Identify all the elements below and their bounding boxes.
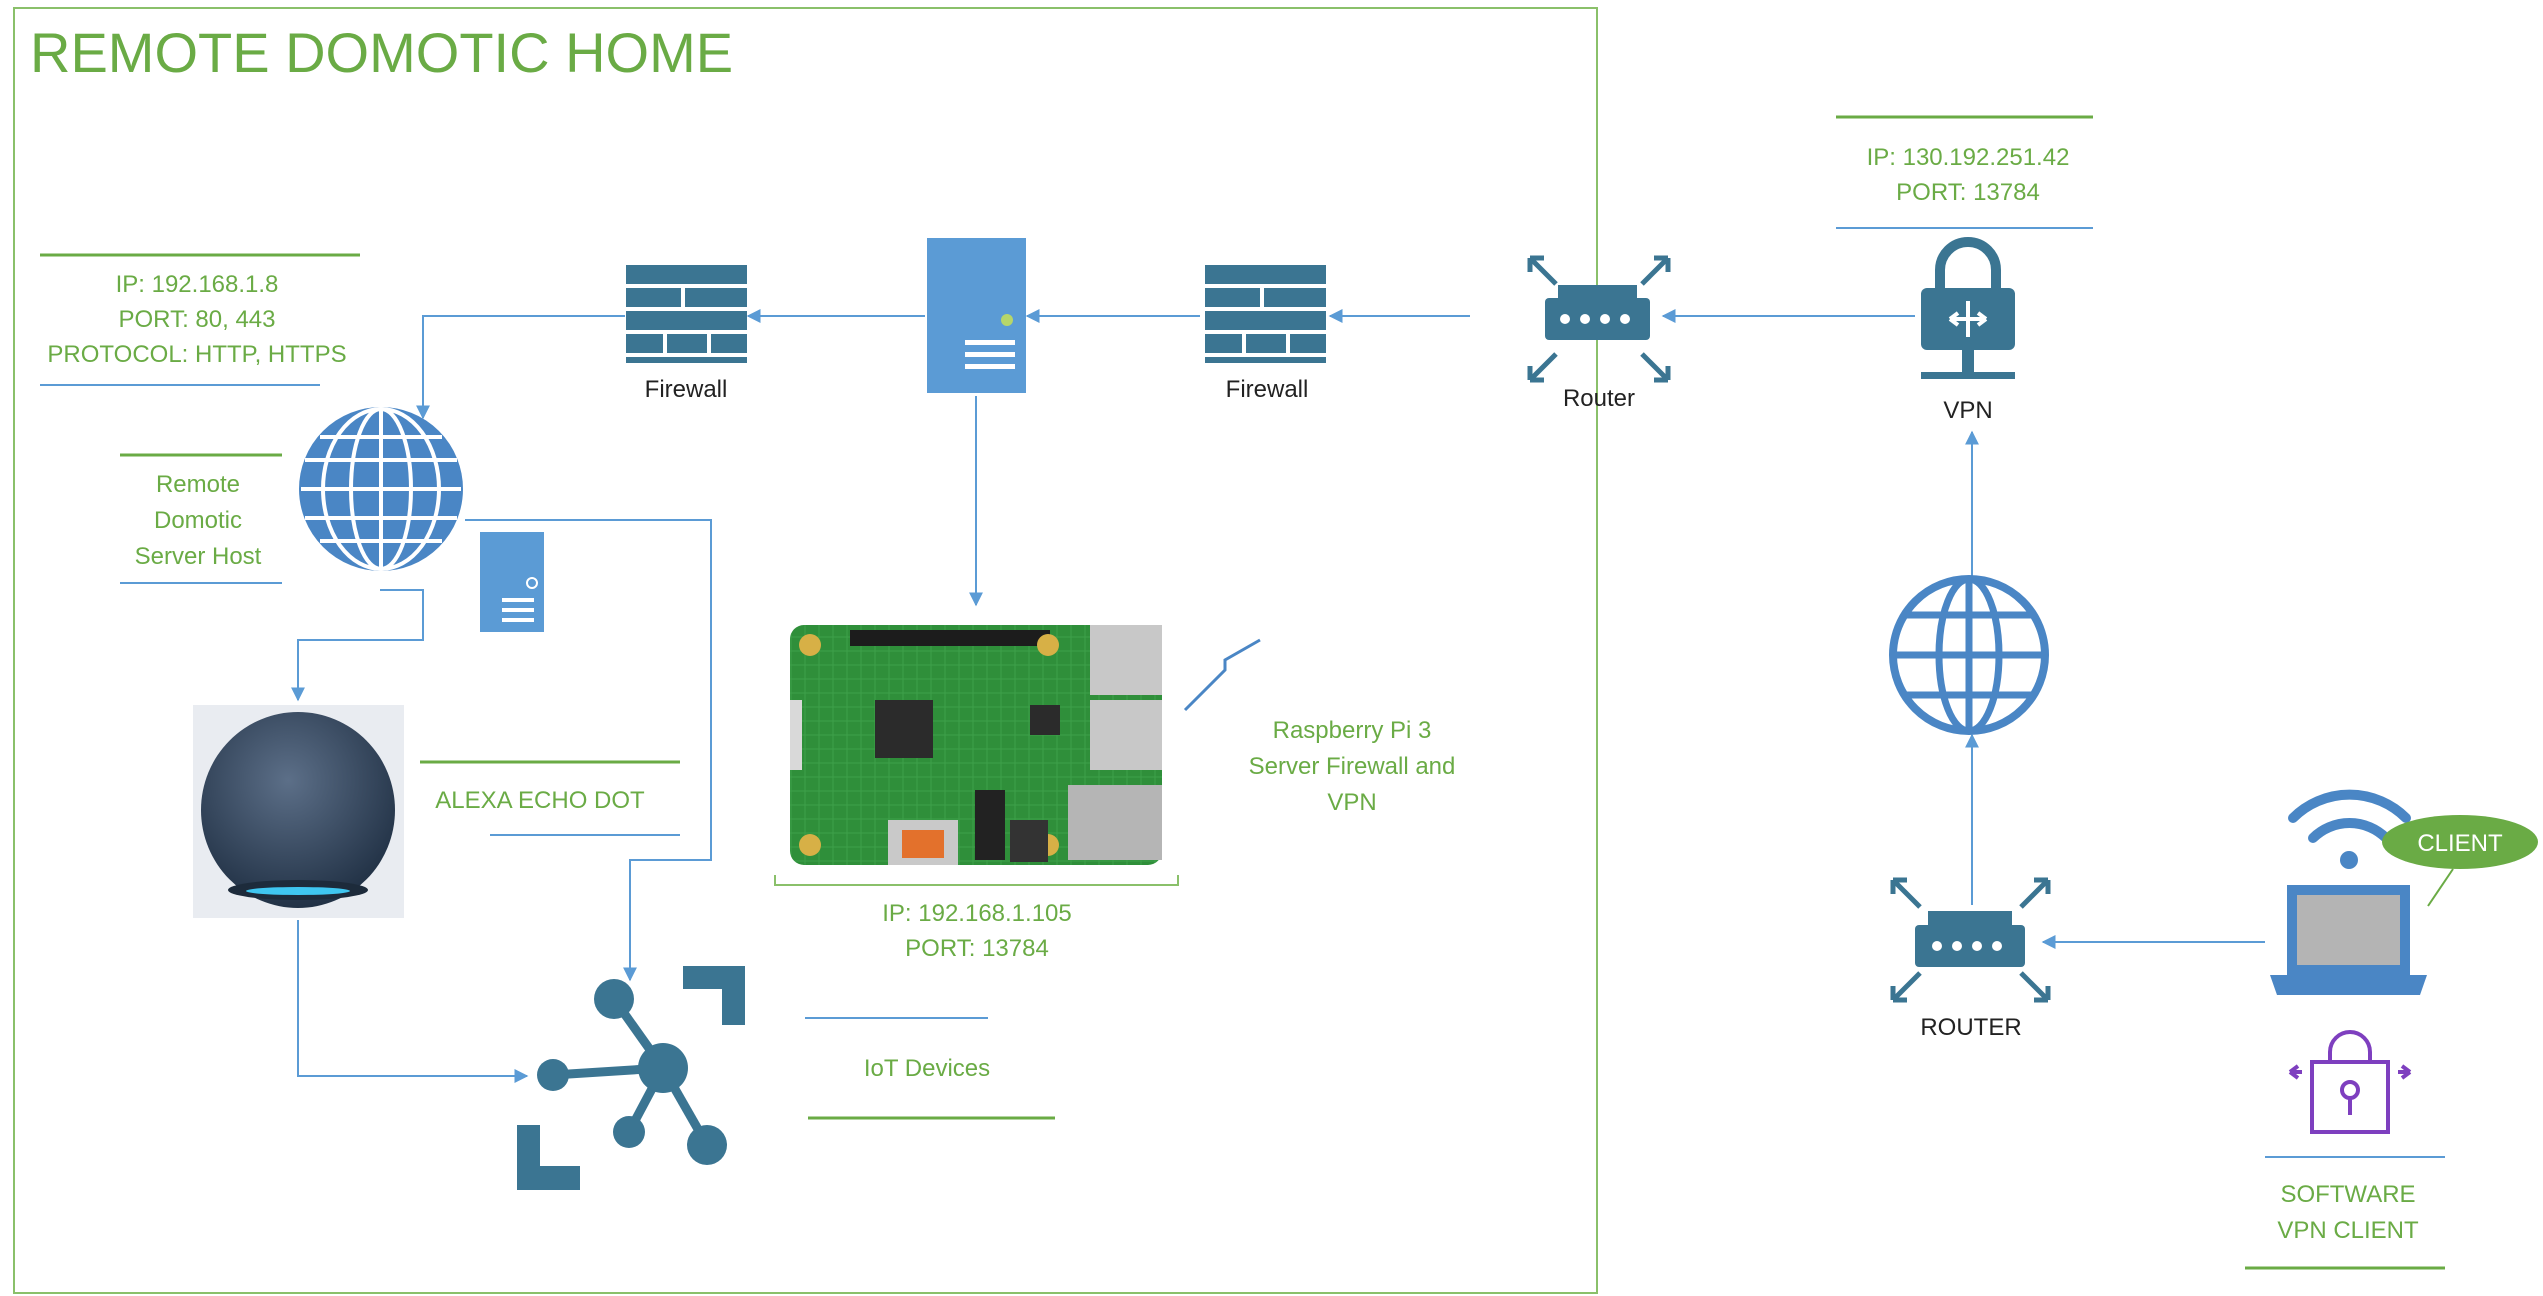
connector-lines: [291, 309, 2265, 1083]
client-badge-label: CLIENT: [2417, 830, 2503, 857]
rpi-ip-text: IP: 192.168.1.105: [882, 900, 1072, 927]
alexa-echo-dot-image: [193, 705, 404, 918]
rpi-callout-line: [1183, 638, 1261, 712]
router-label: Router: [1563, 385, 1635, 412]
globe-host-icon: [299, 407, 463, 571]
globe-internet-icon: [1889, 575, 2049, 735]
host-port-text: PORT: 80, 443: [119, 306, 276, 333]
iot-devices-icon: [517, 966, 745, 1190]
vpn-ip-text: IP: 130.192.251.42: [1867, 144, 2070, 171]
line-alexa-to-iot: [297, 920, 529, 1083]
raspberry-pi-image: [790, 625, 1162, 865]
software-vpn-line1: SOFTWARE: [2280, 1181, 2415, 1208]
page-title: REMOTE DOMOTIC HOME: [30, 21, 733, 84]
host-protocol-text: PROTOCOL: HTTP, HTTPS: [47, 341, 346, 368]
router-client-icon: [1890, 877, 2051, 1003]
client-badge: CLIENT: [2382, 815, 2538, 907]
firewall-left-icon: [626, 265, 747, 363]
vpn-label: VPN: [1943, 397, 1992, 424]
vpn-port-text: PORT: 13784: [1896, 179, 2040, 206]
line-firewall-to-globe: [416, 315, 625, 420]
host-label-line3: Server Host: [135, 543, 262, 570]
router-icon: [1527, 255, 1671, 383]
server-icon: [927, 238, 1026, 393]
firewall-left-label: Firewall: [645, 376, 728, 403]
software-vpn-line2: VPN CLIENT: [2277, 1217, 2419, 1244]
vpn-lock-icon: [1921, 237, 2015, 379]
host-label-line1: Remote: [156, 471, 240, 498]
rpi-label-line2: Server Firewall and: [1249, 753, 1456, 780]
host-ip-text: IP: 192.168.1.8: [116, 271, 279, 298]
router-client-label: ROUTER: [1920, 1014, 2021, 1041]
firewall-right-icon: [1205, 265, 1326, 363]
home-boundary: [13, 7, 1598, 1294]
rpi-label-line3: VPN: [1327, 789, 1376, 816]
rpi-port-text: PORT: 13784: [905, 935, 1049, 962]
rpi-label-line1: Raspberry Pi 3: [1273, 717, 1432, 744]
iot-label: IoT Devices: [864, 1055, 990, 1082]
alexa-label: ALEXA ECHO DOT: [435, 787, 645, 814]
software-vpn-client-icon: [2288, 1030, 2412, 1134]
client-laptop-icon: [2270, 789, 2427, 995]
host-server-icon: [480, 532, 544, 632]
line-globe-to-iot: [465, 519, 712, 982]
line-host-to-alexa: [291, 589, 424, 702]
host-label-line2: Domotic: [154, 507, 242, 534]
text-separators: [40, 115, 2445, 1270]
firewall-right-label: Firewall: [1226, 376, 1309, 403]
